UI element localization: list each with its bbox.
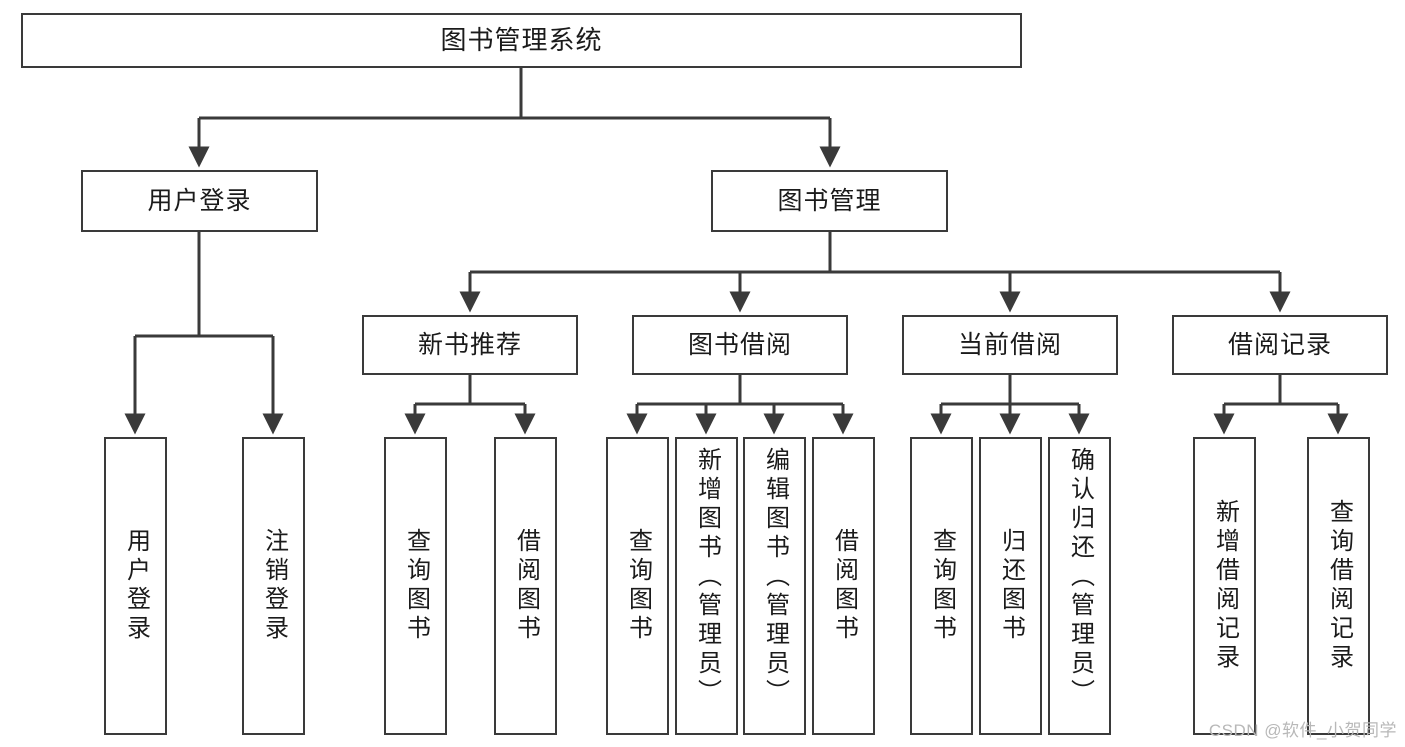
leaf-query-book-1[interactable]: 查询图书 [384, 437, 447, 735]
node-label: 借阅图书 [830, 528, 858, 644]
node-label: 查询借阅记录 [1325, 499, 1353, 673]
node-label: 注销登录 [260, 528, 288, 644]
node-label: 借阅记录 [1227, 330, 1332, 359]
node-book-borrow[interactable]: 图书借阅 [632, 315, 848, 375]
node-label: 归还图书 [997, 528, 1025, 644]
leaf-query-record[interactable]: 查询借阅记录 [1307, 437, 1370, 735]
node-current-borrow[interactable]: 当前借阅 [902, 315, 1118, 375]
node-label: 借阅图书 [512, 528, 540, 644]
leaf-add-book[interactable]: 新增图书（管理员） [675, 437, 738, 735]
watermark: CSDN @软件_小贺同学 [1208, 721, 1397, 740]
node-label: 新书推荐 [417, 330, 522, 359]
node-label: 图书管理 [777, 186, 882, 215]
node-label: 新增图书（管理员） [693, 447, 721, 708]
node-user-login[interactable]: 用户登录 [81, 170, 318, 232]
leaf-user-login[interactable]: 用户登录 [104, 437, 167, 735]
leaf-return-book[interactable]: 归还图书 [979, 437, 1042, 735]
leaf-borrow-book-1[interactable]: 借阅图书 [494, 437, 557, 735]
leaf-add-record[interactable]: 新增借阅记录 [1193, 437, 1256, 735]
node-label: 图书借阅 [687, 330, 792, 359]
leaf-query-book-3[interactable]: 查询图书 [910, 437, 973, 735]
node-borrow-record[interactable]: 借阅记录 [1172, 315, 1388, 375]
node-new-book-recommend[interactable]: 新书推荐 [362, 315, 578, 375]
leaf-borrow-book-2[interactable]: 借阅图书 [812, 437, 875, 735]
node-label: 编辑图书（管理员） [761, 447, 789, 708]
node-label: 当前借阅 [957, 330, 1062, 359]
leaf-user-logout[interactable]: 注销登录 [242, 437, 305, 735]
node-root-system[interactable]: 图书管理系统 [21, 13, 1022, 68]
node-label: 用户登录 [147, 186, 252, 215]
node-book-management[interactable]: 图书管理 [711, 170, 948, 232]
leaf-edit-book[interactable]: 编辑图书（管理员） [743, 437, 806, 735]
node-label: 查询图书 [402, 528, 430, 644]
node-label: 确认归还（管理员） [1066, 447, 1094, 708]
leaf-confirm-return[interactable]: 确认归还（管理员） [1048, 437, 1111, 735]
node-label: 用户登录 [122, 528, 150, 644]
node-label: 新增借阅记录 [1211, 499, 1239, 673]
node-label: 图书管理系统 [440, 24, 603, 55]
node-label: 查询图书 [928, 528, 956, 644]
leaf-query-book-2[interactable]: 查询图书 [606, 437, 669, 735]
node-label: 查询图书 [624, 528, 652, 644]
